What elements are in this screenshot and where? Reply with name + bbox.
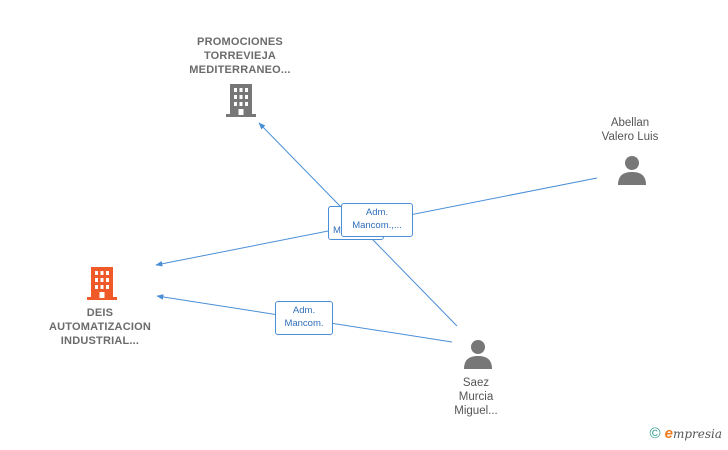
label-line: Murcia [458, 391, 494, 403]
person-label-saez[interactable]: Saez Murcia Miguel... [426, 376, 526, 418]
edge-label-saez-deis[interactable]: Adm. Mancom. [275, 301, 333, 335]
building-icon[interactable] [85, 265, 119, 301]
label-line: PROMOCIONES [197, 36, 283, 48]
edge-label-line: Adm. [365, 207, 389, 218]
person-label-abellan[interactable]: Abellan Valero Luis [580, 116, 680, 144]
company-label-promociones[interactable]: PROMOCIONES TORREVIEJA MEDITERRANEO... [168, 35, 312, 77]
brand-initial: e [664, 425, 673, 442]
label-line: Valero Luis [601, 131, 659, 143]
brand-name: mpresia [672, 427, 722, 441]
edge-label-line: Mancom. [284, 318, 324, 329]
label-line: INDUSTRIAL... [60, 335, 140, 347]
label-line: Abellan [610, 117, 650, 129]
edge-label-text: M [333, 225, 341, 236]
person-icon[interactable] [616, 154, 648, 186]
label-line: Miguel... [454, 405, 498, 417]
label-line: Saez [462, 377, 490, 389]
person-icon[interactable] [462, 338, 494, 370]
edge-label-line: Mancom.,... [352, 220, 402, 231]
footer-brand: © empresia [650, 425, 722, 442]
edge-label-abellan-deis[interactable]: Adm. Mancom.,... [341, 203, 413, 237]
label-line: AUTOMATIZACION [49, 321, 151, 333]
building-icon[interactable] [224, 82, 258, 118]
copyright-icon: © [649, 425, 661, 442]
brand-logo[interactable]: empresia [665, 425, 722, 442]
label-line: DEIS [86, 307, 114, 319]
company-label-deis[interactable]: DEIS AUTOMATIZACION INDUSTRIAL... [28, 306, 172, 348]
edge-label-line: Adm. [292, 305, 316, 316]
label-line: TORREVIEJA [203, 50, 277, 62]
label-line: MEDITERRANEO... [189, 64, 291, 76]
